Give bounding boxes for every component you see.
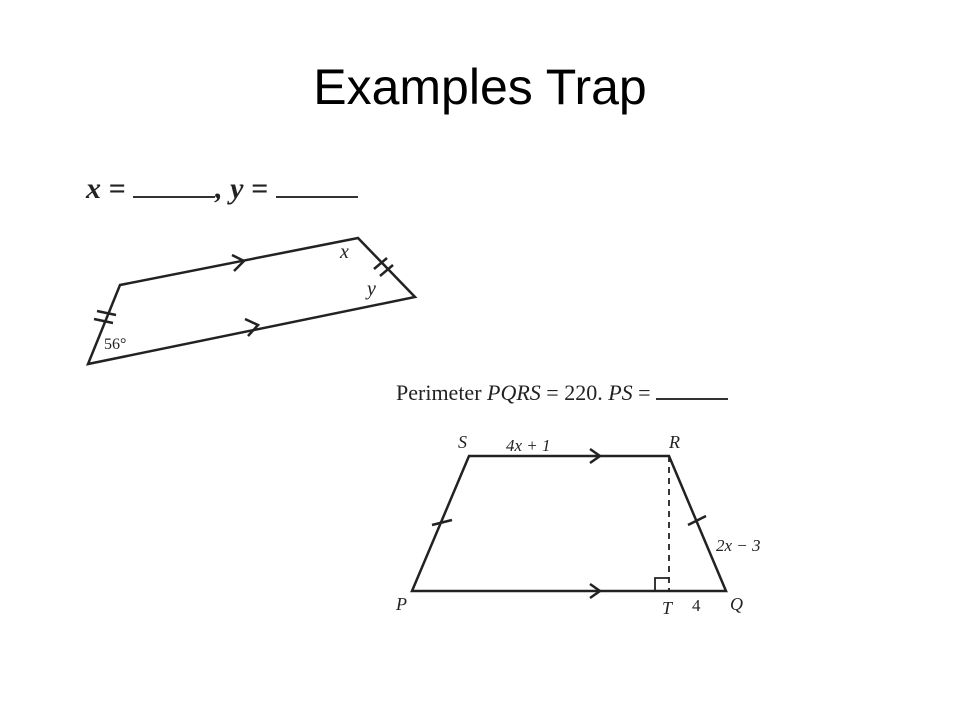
parallel-arrow-top	[231, 253, 247, 272]
vertex-r-label: R	[668, 432, 680, 452]
trapezoid-1-outline	[85, 236, 418, 366]
parallel-arrow-bottom	[244, 317, 261, 337]
vertex-p-label: P	[395, 594, 407, 614]
vertex-t-label: T	[662, 598, 674, 618]
side-sr-label: 4x + 1	[506, 436, 551, 455]
parallel-arrow-sr	[589, 447, 603, 465]
tick-right-2	[379, 264, 394, 277]
comma: ,	[215, 172, 223, 205]
trapezoid-1	[85, 236, 418, 366]
segment-tq-label: 4	[692, 596, 701, 615]
y-answer-blank	[275, 196, 358, 198]
ps-answer-blank	[656, 398, 729, 400]
tick-left-1	[93, 317, 114, 325]
tick-right-1	[373, 257, 388, 270]
problem1-prompt: x = , y =	[86, 172, 358, 206]
prompt-equals: =	[638, 380, 651, 405]
side-rq-label: 2x − 3	[716, 536, 761, 555]
angle-56-label: 56°	[104, 336, 126, 353]
vertex-s-label: S	[458, 432, 467, 452]
y-variable: y	[230, 172, 244, 205]
parallel-arrow-pq	[589, 582, 603, 600]
x-variable: x	[86, 172, 101, 205]
trapezoid-pqrs-outline	[410, 454, 728, 593]
slide-title: Examples Trap	[313, 59, 647, 115]
prompt-value: = 220.	[546, 380, 603, 405]
right-angle-marker	[654, 577, 669, 591]
x-answer-blank	[133, 196, 216, 198]
tick-left-2	[96, 309, 117, 317]
trapezoid-pqrs	[410, 447, 728, 600]
angle-x-label: x	[339, 241, 349, 263]
prompt-target: PS	[608, 380, 633, 405]
problem2-prompt: Perimeter PQRS = 220. PS =	[396, 380, 729, 406]
tick-ps	[431, 518, 453, 527]
prompt-perimeter: Perimeter	[396, 380, 482, 405]
angle-y-label: y	[365, 278, 376, 300]
vertex-q-label: Q	[730, 594, 743, 614]
tick-rq	[687, 514, 707, 527]
equals-sign-2: =	[250, 172, 269, 205]
prompt-figure-name: PQRS	[487, 380, 541, 405]
equals-sign: =	[108, 172, 126, 205]
